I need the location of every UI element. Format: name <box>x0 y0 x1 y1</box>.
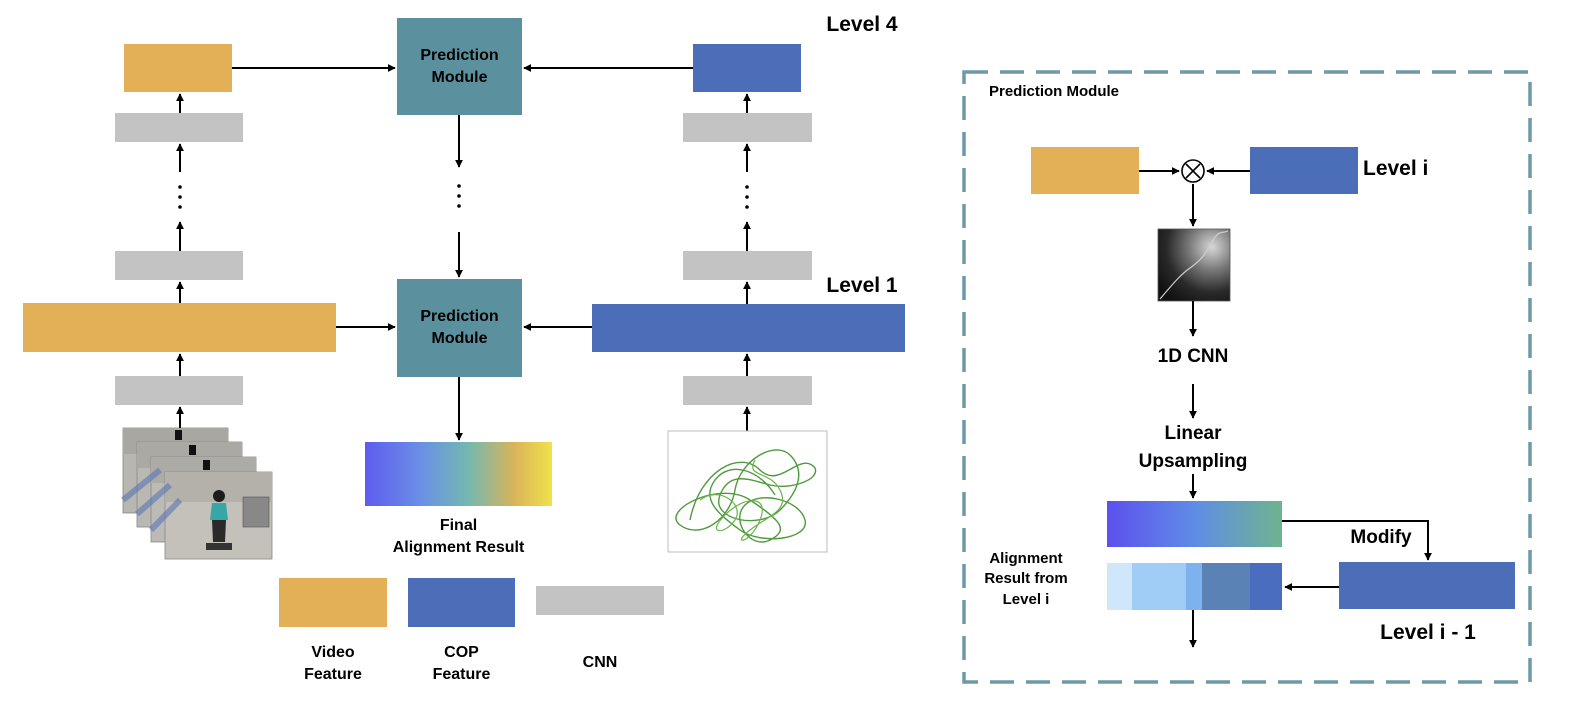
alignment-result-label: Alignment Result from Level i <box>984 550 1068 608</box>
legend-cnn-swatch <box>536 586 664 615</box>
cop-feature-level4 <box>693 44 801 92</box>
final-alignment-bar <box>365 442 552 506</box>
video-feature-level4 <box>124 44 232 92</box>
cnn-block <box>683 376 812 405</box>
modify-label: Modify <box>1350 527 1412 548</box>
alignment-result-bar <box>1107 563 1282 610</box>
cop-feature-level-i-minus-1 <box>1339 562 1515 609</box>
panel-title: Prediction Module <box>989 83 1120 100</box>
prediction-module-panel <box>962 70 1532 684</box>
cnn-block <box>683 251 812 280</box>
linear-upsampling-label: Linear Upsampling <box>1138 423 1248 472</box>
legend-video-swatch <box>279 578 387 627</box>
level-i-minus-1-label: Level i - 1 <box>1380 621 1476 644</box>
cnn-block <box>683 113 812 142</box>
prediction-module-bottom <box>397 279 522 377</box>
legend-video-label: Video Feature <box>304 644 362 684</box>
one-d-cnn-label: 1D CNN <box>1157 346 1229 367</box>
video-feature-level-i <box>1031 147 1139 194</box>
video-frames-image <box>121 427 273 560</box>
final-alignment-label: Final Alignment Result <box>392 517 525 557</box>
prediction-module-bottom-label: Prediction Module <box>420 308 499 347</box>
level-4-label: Level 4 <box>826 13 898 36</box>
cop-feature-level1 <box>592 304 905 352</box>
prediction-module-top <box>397 18 522 115</box>
legend-cop-label: COP Feature <box>432 644 491 684</box>
cost-matrix-heatmap <box>1157 228 1231 302</box>
legend-cop-swatch <box>408 578 515 627</box>
cnn-block <box>115 251 243 280</box>
video-feature-level1 <box>23 303 336 352</box>
level-1-label: Level 1 <box>826 274 898 297</box>
cop-trajectory-image <box>667 430 828 553</box>
legend-cnn-label: CNN <box>582 654 618 671</box>
level-i-label: Level i <box>1363 157 1429 180</box>
cnn-block <box>115 376 243 405</box>
upsampled-alignment-bar <box>1107 501 1282 547</box>
cop-feature-level-i <box>1250 147 1358 194</box>
cnn-block <box>115 113 243 142</box>
prediction-module-top-label: Prediction Module <box>420 46 499 86</box>
